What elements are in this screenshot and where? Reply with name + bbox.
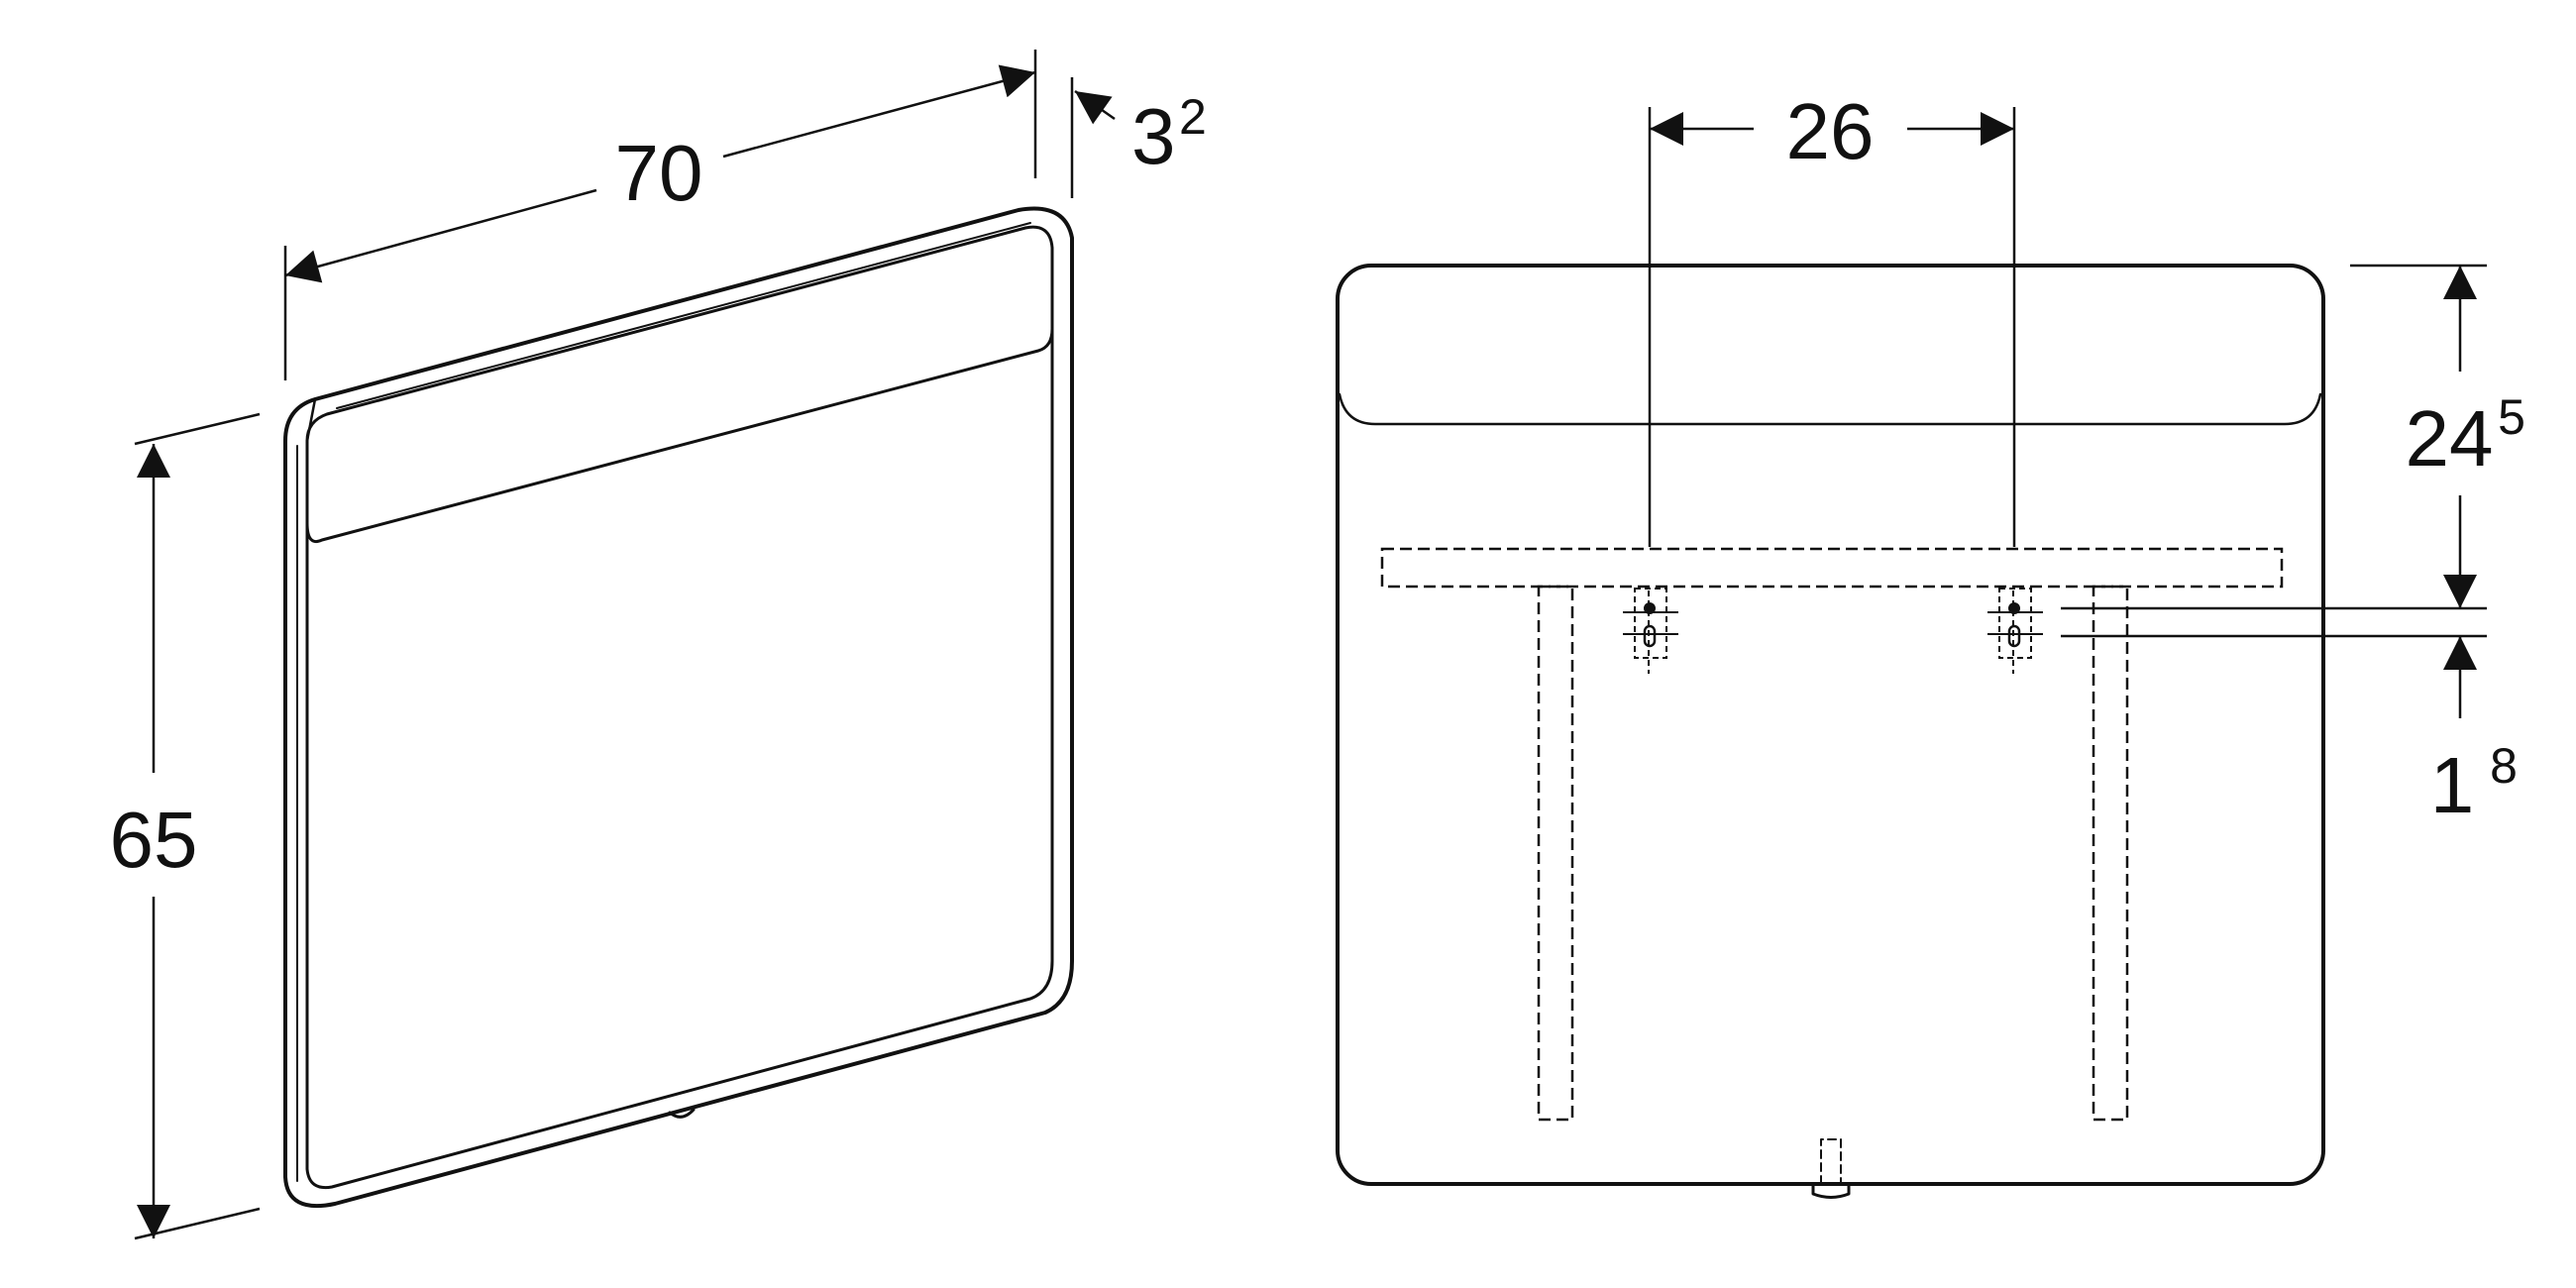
front-bottom-sensor [1811,1182,1851,1199]
iso-light-strip [305,327,1054,544]
mounting-slots [1623,588,2043,674]
iso-height-dimension [134,412,261,1240]
iso-width-dimension [283,50,1037,380]
iso-depth-arrow [1074,89,1116,125]
front-panel-outline [1336,264,2325,1186]
iso-height-ext-top [134,412,261,446]
front-top-offset-sup: 5 [2498,389,2525,445]
front-slot-offset-label: 1 [2430,741,2475,829]
iso-panel-outline [283,206,1074,1209]
front-top-offset-dimension [2061,264,2487,610]
iso-width-arrow-left [284,188,597,283]
iso-width-label: 70 [615,129,703,217]
front-light-strip [1338,392,2322,426]
iso-height-label: 65 [110,796,198,884]
iso-top-edge-inner [336,222,1031,409]
slot-left [1623,588,1678,674]
iso-bottom-sensor [668,1108,696,1119]
mounting-rail [1380,547,2284,1122]
slot-right [1987,588,2043,674]
iso-top-edge [305,397,317,443]
front-top-offset-label: 24 [2406,394,2494,483]
rail-right-leg [2092,585,2129,1122]
iso-depth-dimension [1070,77,1116,198]
isometric-view [283,206,1074,1209]
iso-depth-label: 3 [1131,92,1176,180]
front-sensor-hidden [1820,1138,1842,1185]
front-slot-offset-dimension [2061,634,2487,718]
rail-top-bar [1380,547,2284,589]
front-view [1336,264,2325,1199]
front-slot-offset-sup: 8 [2490,738,2518,794]
front-spacing-label: 26 [1786,87,1875,175]
rail-left-leg [1537,585,1574,1122]
front-spacing-dimension [1648,107,2016,547]
iso-depth-sup: 2 [1179,89,1207,145]
iso-width-arrow-right [722,64,1036,159]
